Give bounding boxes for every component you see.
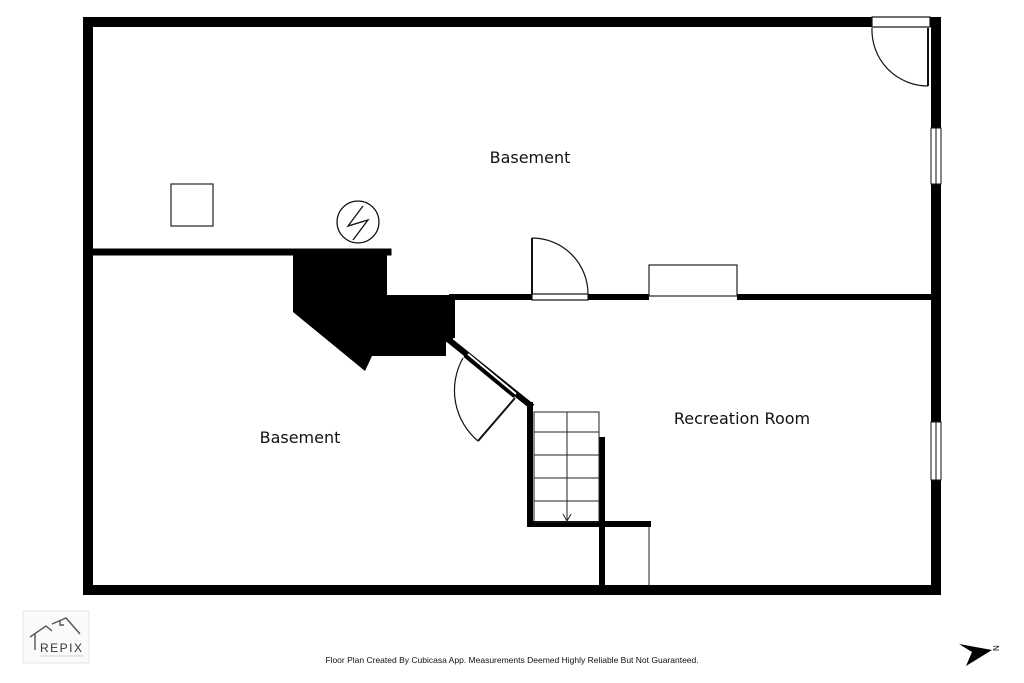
repix-logo: REPIX (22, 610, 90, 664)
door-stair-landing (453, 353, 517, 442)
footer-disclaimer: Floor Plan Created By Cubicasa App. Meas… (325, 655, 698, 665)
staircase (533, 411, 600, 523)
outer-walls (83, 17, 941, 595)
window-east-upper (930, 127, 942, 185)
house-logo-icon (29, 617, 81, 650)
water-heater-icon (336, 200, 380, 244)
room-label-basement-upper: Basement (490, 148, 571, 167)
logo-text: REPIX (40, 641, 84, 655)
room-label-basement-lower: Basement (260, 428, 341, 447)
counter-fixture (648, 264, 738, 297)
north-arrow-icon: N (959, 644, 1001, 666)
window-east-lower (930, 421, 942, 481)
north-arrow-label: N (992, 645, 1001, 651)
door-top-right (871, 16, 931, 87)
utility-fixture-box (170, 183, 214, 227)
chimney-block (293, 249, 453, 371)
door-basement-center (531, 237, 589, 301)
room-label-recreation-room: Recreation Room (674, 409, 810, 428)
